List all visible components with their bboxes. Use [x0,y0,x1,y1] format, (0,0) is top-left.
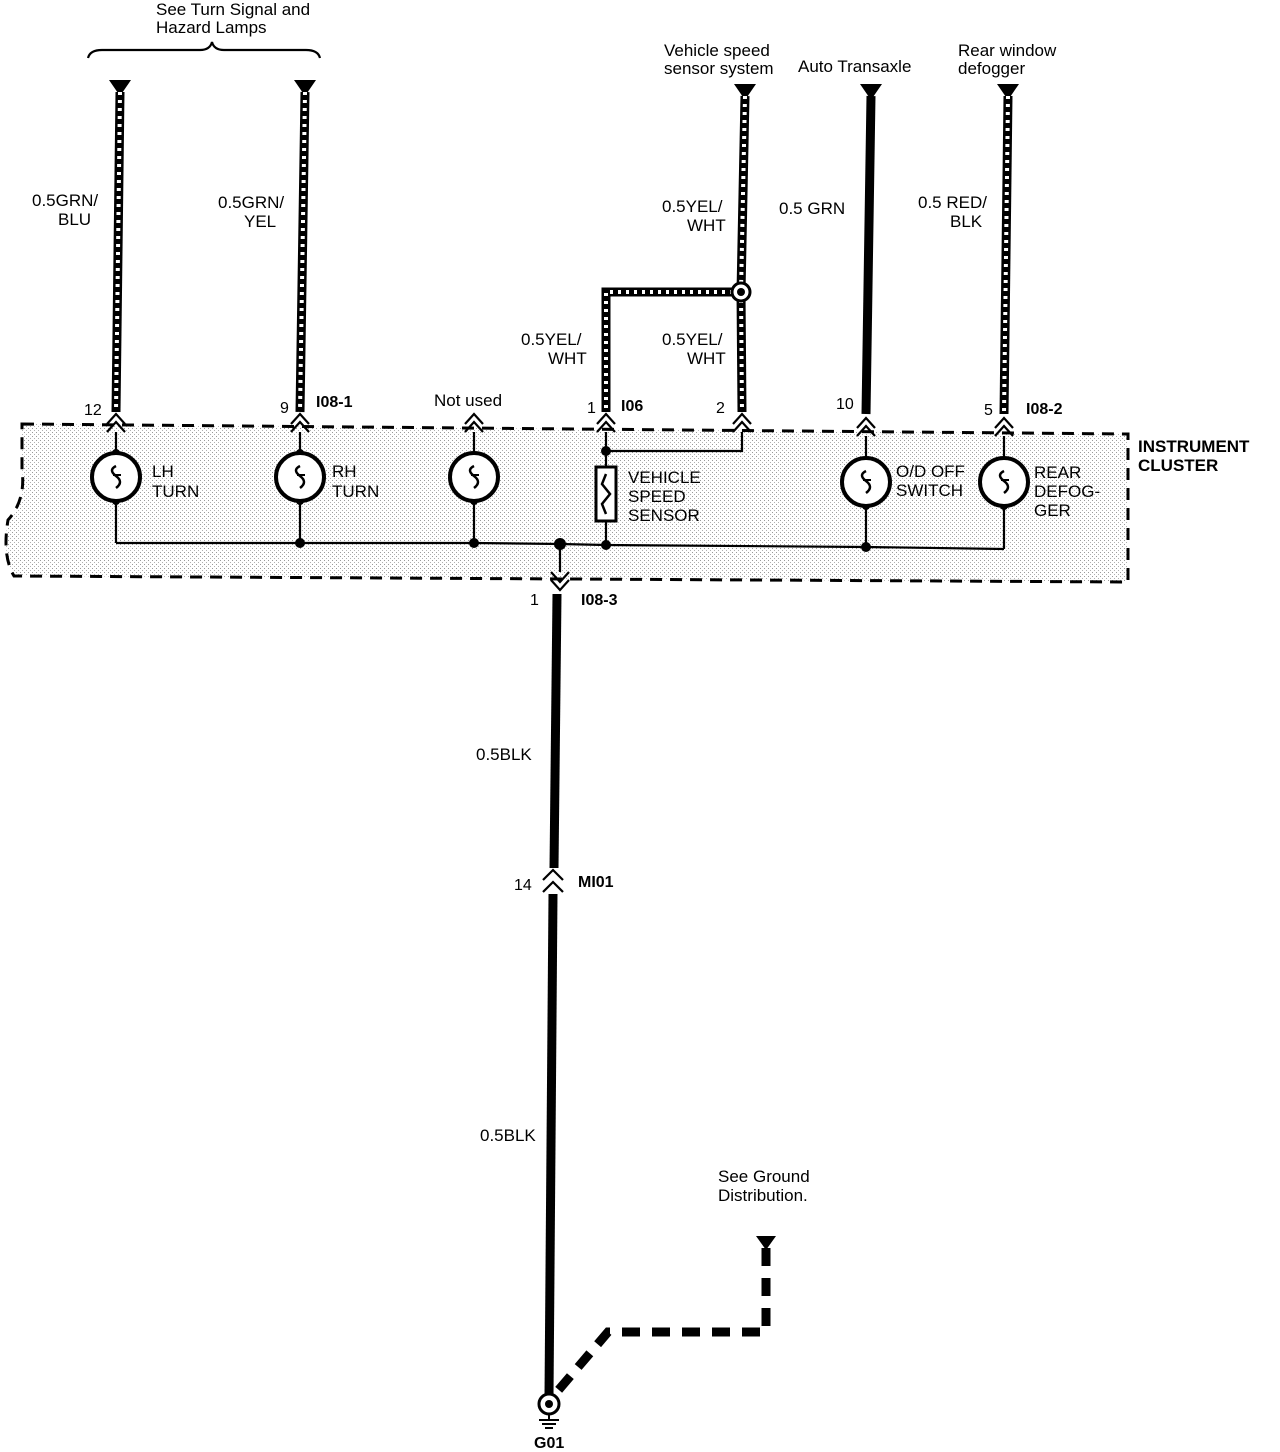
vss-left-connector-chevron [596,412,616,433]
see-ground-label-1: See Ground [718,1167,810,1186]
lh-turn-wire [111,91,125,413]
not-used-connector-chevron [464,412,484,433]
vss-label-1: VEHICLE [628,468,701,487]
ground-wire-upper [549,593,562,869]
rh-turn-label-1: RH [332,462,357,481]
turn-signal-label-1: See Turn Signal and [156,0,310,19]
rh-wire-color-2: YEL [244,212,276,231]
ground-g01-icon [537,1392,561,1429]
rear-defogger-lamp-icon [978,456,1030,508]
vss-left-wire-color-2: WHT [548,349,587,368]
auto-transaxle-label: Auto Transaxle [798,57,911,76]
turn-signal-label-2: Hazard Lamps [156,18,267,37]
vss-system-label-2: sensor system [664,59,774,78]
lh-wire-color-2: BLU [58,210,91,229]
vss-upper-wire-color-1: 0.5YEL/ [662,197,723,216]
od-wire-color: 0.5 GRN [779,199,845,218]
junction-dot [601,446,611,456]
mi01-connector-chevron [542,868,564,893]
not-used-label: Not used [434,391,502,410]
vss-splice-center [737,288,745,296]
vss-upper-wire-color-2: WHT [687,216,726,235]
junction-dot [554,538,566,550]
defog-label-2: DEFOG- [1034,482,1100,501]
defog-wire-color-1: 0.5 RED/ [918,193,987,212]
rh-turn-wire [295,91,310,413]
rh-turn-label-2: TURN [332,482,379,501]
vss-label-3: SENSOR [628,506,700,525]
od-switch-label-1: O/D OFF [896,462,965,481]
od-off-switch-lamp-icon [840,456,892,508]
connector-mi01: MI01 [578,874,614,891]
ground-lower-wire-color: 0.5BLK [480,1126,536,1145]
vss-right-pin-number: 2 [716,400,725,417]
vss-terminal-arrow [734,84,756,100]
defog-pin-number: 5 [984,402,993,419]
vss-right-connector-chevron [732,412,752,433]
rh-pin-number: 9 [280,400,289,417]
od-wire [861,95,876,415]
vss-system-label-1: Vehicle speed [664,41,770,60]
defog-wire-color-2: BLK [950,212,983,231]
lh-terminal-arrow [109,80,131,96]
junction-dot [601,540,611,550]
defog-connector-chevron [994,416,1014,437]
not-used-lamp-icon [448,451,500,503]
connector-i08-2: I08-2 [1026,401,1063,418]
see-ground-label-2: Distribution. [718,1186,808,1205]
junction-dot [469,538,479,548]
lh-turn-label-1: LH [152,462,174,481]
rear-window-label-1: Rear window [958,41,1057,60]
rh-terminal-arrow [294,80,316,96]
vss-left-pin-number: 1 [587,400,596,417]
ground-distribution-wire [546,1248,771,1403]
od-connector-chevron [856,416,876,437]
od-switch-label-2: SWITCH [896,481,963,500]
od-terminal-arrow [860,84,882,100]
rh-turn-lamp-icon [274,451,326,503]
mi01-pin-number: 14 [514,877,532,894]
connector-i08-1: I08-1 [316,394,353,411]
ground-upper-wire-color: 0.5BLK [476,745,532,764]
defog-wire [999,95,1013,415]
lh-wire-color-1: 0.5GRN/ [32,191,98,210]
rh-wire-color-1: 0.5GRN/ [218,193,284,212]
ground-name: G01 [534,1435,564,1452]
lh-turn-lamp-icon [90,451,142,503]
junction-dot [295,538,305,548]
lh-pin-number: 12 [84,402,102,419]
ground-exit-connector-chevron [550,571,570,592]
vss-right-wire-color-1: 0.5YEL/ [662,330,723,349]
rear-window-label-2: defogger [958,59,1025,78]
defog-terminal-arrow [997,84,1019,100]
connector-i08-3: I08-3 [581,592,618,609]
vss-label-2: SPEED [628,487,686,506]
vehicle-speed-sensor-icon [594,465,618,523]
connector-i06: I06 [621,398,643,415]
lh-turn-label-2: TURN [152,482,199,501]
ground-exit-pin-number: 1 [530,592,539,609]
defog-label-1: REAR [1034,463,1081,482]
junction-dot [861,542,871,552]
lh-connector-chevron [106,412,126,433]
defog-label-3: GER [1034,501,1071,520]
od-pin-number: 10 [836,396,854,413]
vss-left-wire-color-1: 0.5YEL/ [521,330,582,349]
ground-wire-lower [544,893,558,1397]
turn-signal-brace [86,41,322,59]
instrument-cluster-boundary [4,422,1130,584]
rh-connector-chevron [290,412,310,433]
instrument-cluster-label-2: CLUSTER [1138,456,1218,475]
vss-right-wire-color-2: WHT [687,349,726,368]
instrument-cluster-label-1: INSTRUMENT [1138,437,1250,456]
ground-distribution-terminal-arrow [756,1236,776,1250]
vss-wire [601,95,750,413]
